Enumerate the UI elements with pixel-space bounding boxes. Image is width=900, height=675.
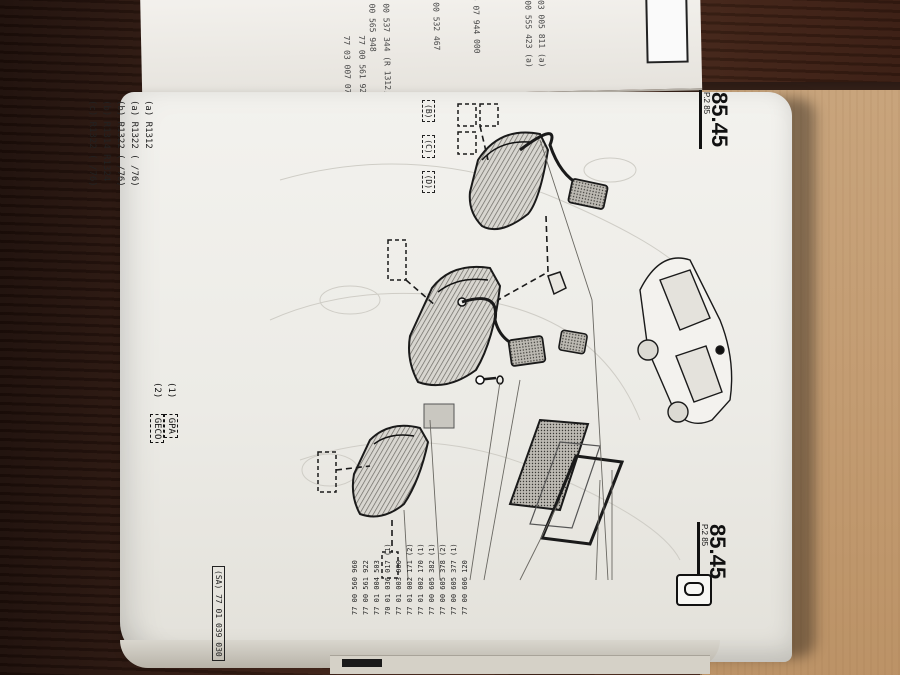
mirror-section-icon [676,574,712,606]
variant-1-label: (1) [166,382,176,399]
part-number: 77 00 605 377 (1) [450,543,458,615]
bottom-reference-box: (SA) 77 01 039 030 [212,566,225,661]
part-number: 77 00 606 120 [461,560,469,615]
spine-tab [342,659,382,667]
model-legend: (a) R1312 (a) R1322 ( /76) (b) R1322 ( /… [85,100,155,187]
legend-row: (b) R1314 R1324 [101,100,111,182]
ref-label: (D) [422,170,435,194]
part-number: 77 00 605 378 (2) [439,543,447,615]
part-number-list: 77 00 560 960 77 00 561 922 77 01 004 50… [350,543,471,615]
car-illustration [637,257,733,424]
part-number: 77 01 004 503 [373,560,381,615]
legend-row: (a) R1322 ( /76) [129,100,139,187]
variant-1-box: GPA [164,413,178,438]
mirror-top [468,131,609,230]
book-spine [330,655,710,674]
mirror-bottom [351,403,455,518]
legend-row: (a) R1312 [143,100,153,149]
top-reference-labels: (B) (C) (D) [422,100,435,201]
part-number: 77 00 605 382 (1) [428,543,436,615]
variant-2-box: GECO [150,413,164,444]
part-number: 77 01 002 170 (1) [417,543,425,615]
dashed-leader-lines [335,125,549,552]
mirror-middle [408,265,588,387]
legend-row: (c) R1322 ( /76) [87,100,97,187]
dashed-reference-boxes [317,103,499,579]
page-number-bottom: 85.45 P.2 85 [697,522,730,582]
screw-and-washer [475,375,504,385]
mirror-glass-panes [508,418,625,546]
part-leader-lines [403,139,613,581]
part-number: 70 01 036 017 (1) [384,543,392,615]
variant-2-label: (2) [152,382,162,399]
part-number: 77 00 560 960 [351,560,359,615]
legend-row: (b) R1322 ( /76) [115,100,125,187]
ref-label: (C) [422,135,435,158]
part-number: 77 01 002 171 (2) [406,543,414,615]
ref-label: (B) [422,100,435,123]
part-number: 77 00 561 922 [362,560,370,615]
supplier-variants: (1) GPA (2) GECO [150,382,178,453]
page-number-top: 85.45 P.2 85 [699,90,732,150]
part-number: 77 01 003 000 [395,560,403,615]
